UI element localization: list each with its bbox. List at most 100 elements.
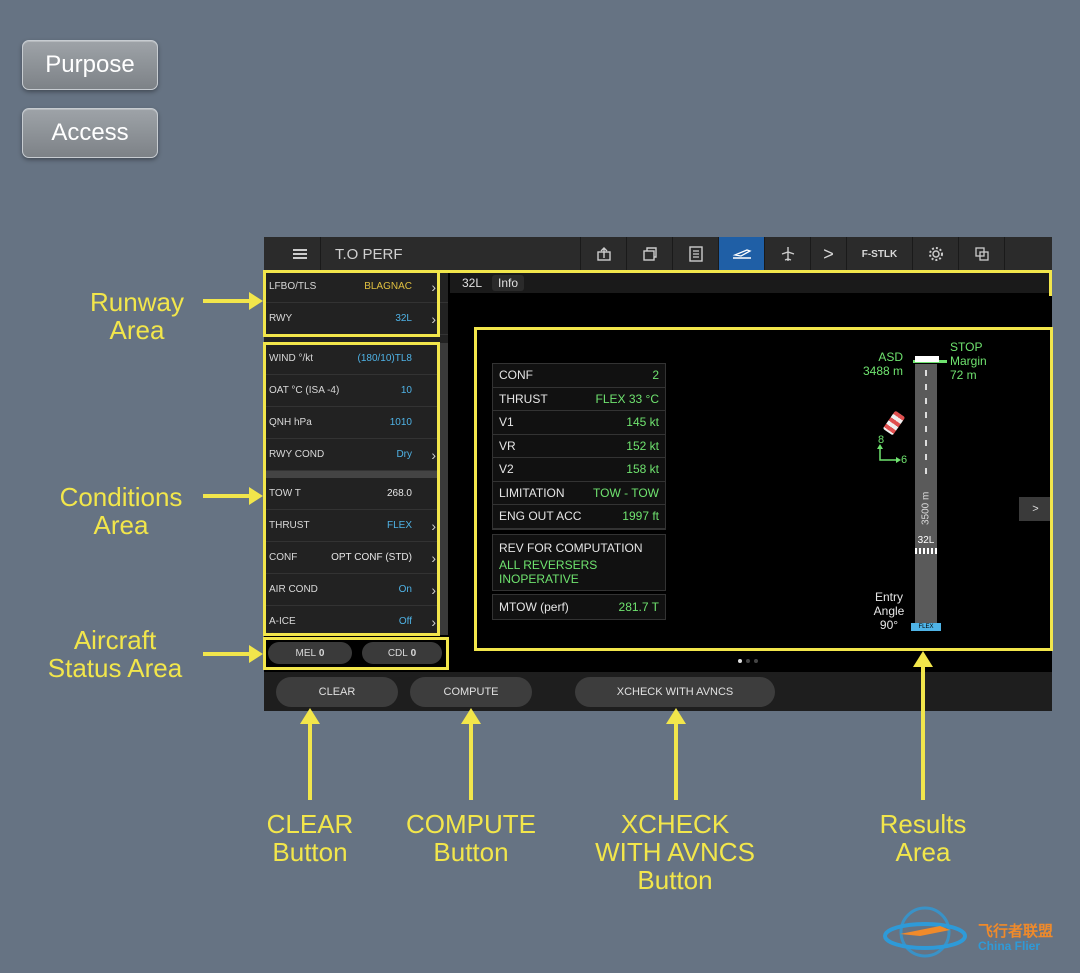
runway-area-annotation: Runway Area (78, 288, 196, 344)
loadsheet-icon[interactable] (580, 237, 626, 271)
air-cond-value: On (398, 584, 412, 595)
app-title: T.O PERF (320, 237, 580, 271)
mtow-box: MTOW (perf) 281.7 T (492, 594, 666, 620)
results-arrow (913, 651, 933, 800)
stop-block: STOP Margin 72 m (950, 340, 987, 382)
conf-row[interactable]: CONF OPT CONF (STD) › (264, 542, 448, 574)
conf-label: CONF (269, 552, 298, 563)
rwy-cond-label: RWY COND (269, 449, 325, 460)
qnh-row[interactable]: QNH hPa 1010 (264, 407, 448, 439)
cdl-value: 0 (410, 647, 417, 659)
annotation-line: Aircraft (73, 625, 157, 655)
takeoff-perf-icon[interactable] (718, 237, 764, 271)
annotation-line: Status Area (47, 653, 183, 683)
xcheck-annotation: XCHECK WITH AVNCS Button (582, 810, 768, 894)
result-row: CONF 2 (493, 364, 665, 388)
aircraft-icon[interactable] (764, 237, 810, 271)
wind-value: (180/10)TL8 (357, 353, 412, 364)
margin-value: 72 m (950, 368, 977, 382)
wind-head: 8 (878, 434, 885, 446)
annotation-line: COMPUTE (406, 809, 536, 839)
clear-button[interactable]: CLEAR (276, 677, 398, 707)
result-label: V1 (499, 415, 514, 430)
annotation-line: XCHECK (620, 809, 730, 839)
result-value: 158 kt (626, 462, 659, 477)
access-button[interactable]: Access (22, 108, 158, 158)
annotation-line: Area (93, 510, 149, 540)
aircraft-registration[interactable]: F-STLK (846, 237, 912, 271)
wind-row[interactable]: WIND °/kt (180/10)TL8 (264, 343, 448, 375)
annotation-line: Button (637, 865, 713, 895)
aircraft-status-highlight (263, 637, 449, 670)
gear-icon[interactable] (912, 237, 958, 271)
runway-area-highlight (263, 270, 440, 337)
annotation-line: Button (433, 837, 509, 867)
conditions-area-highlight (263, 342, 440, 636)
conditions-arrow (203, 487, 263, 505)
tow-value: 268.0 (386, 488, 412, 499)
result-label: V2 (499, 462, 514, 477)
rev-line2: INOPERATIVE (499, 572, 579, 586)
checklist-icon[interactable] (672, 237, 718, 271)
mtow-value: 281.7 T (618, 599, 659, 614)
runway-strip (915, 364, 937, 626)
annotation-line: Runway (90, 287, 184, 317)
qnh-value: 1010 (389, 417, 412, 428)
xcheck-arrow (666, 708, 686, 800)
page-dots (738, 659, 768, 663)
air-cond-row[interactable]: AIR COND On › (264, 574, 448, 606)
conditions-scrollbar[interactable] (438, 343, 448, 635)
result-value: 1997 ft (622, 509, 659, 524)
oat-row[interactable]: OAT °C (ISA -4) 10 (264, 375, 448, 407)
menu-icon[interactable] (282, 237, 318, 271)
thrust-row[interactable]: THRUST FLEX › (264, 510, 448, 542)
page-dot (754, 659, 758, 663)
annotation-line: Area (895, 837, 951, 867)
results-next-chevron[interactable]: > (1019, 497, 1052, 521)
tow-label: TOW T (269, 488, 301, 499)
rwy-cond-row[interactable]: RWY COND Dry › (264, 439, 448, 471)
runway-graphic: ASD 3488 m STOP Margin 72 m 3500 m 32L F… (855, 338, 1005, 638)
chevron-right-icon: › (431, 613, 436, 630)
aircraft-status-arrow (203, 645, 263, 663)
cdl-button[interactable]: CDL 0 (362, 642, 442, 664)
documents-icon[interactable] (626, 237, 672, 271)
wind-label: WIND °/kt (269, 353, 313, 364)
asd-label: ASD (878, 350, 903, 364)
result-value: FLEX 33 °C (595, 391, 660, 406)
page-dot (746, 659, 750, 663)
result-label: CONF (499, 368, 533, 383)
next-chevron-icon[interactable]: > (810, 237, 846, 271)
chevron-right-icon: › (431, 549, 436, 566)
purpose-button[interactable]: Purpose (22, 40, 158, 90)
page-dot-active (738, 659, 742, 663)
xcheck-button[interactable]: XCHECK WITH AVNCS (575, 677, 775, 707)
tow-row[interactable]: TOW T 268.0 (264, 478, 448, 510)
airport-row[interactable]: LFBO/TLS BLAGNAC › (264, 271, 448, 303)
chevron-right-icon: › (431, 581, 436, 598)
compute-button[interactable]: COMPUTE (410, 677, 532, 707)
threshold-marks (915, 548, 937, 554)
result-value: TOW - TOW (593, 485, 659, 500)
result-value: 2 (652, 368, 659, 383)
mel-button[interactable]: MEL 0 (268, 642, 352, 664)
chevron-right-icon: › (431, 310, 436, 327)
tab-32l[interactable]: 32L (462, 276, 483, 290)
annotation-line: CLEAR (266, 809, 354, 839)
layers-icon[interactable] (958, 237, 1004, 271)
stop-label: STOP (950, 340, 983, 354)
centerline (925, 370, 927, 480)
stop-marker (915, 356, 939, 362)
empty-toolbar-slot (1004, 237, 1052, 271)
wind-cross: 6 (901, 454, 908, 466)
results-tabs: 32L Info (450, 273, 1050, 293)
a-ice-label: A-ICE (269, 616, 296, 627)
oat-value: 10 (400, 385, 412, 396)
annotation-line: Conditions (59, 482, 183, 512)
wind-components: 8 6 (875, 434, 915, 466)
entry-label: Entry (874, 590, 903, 604)
tab-info[interactable]: Info (492, 275, 525, 291)
